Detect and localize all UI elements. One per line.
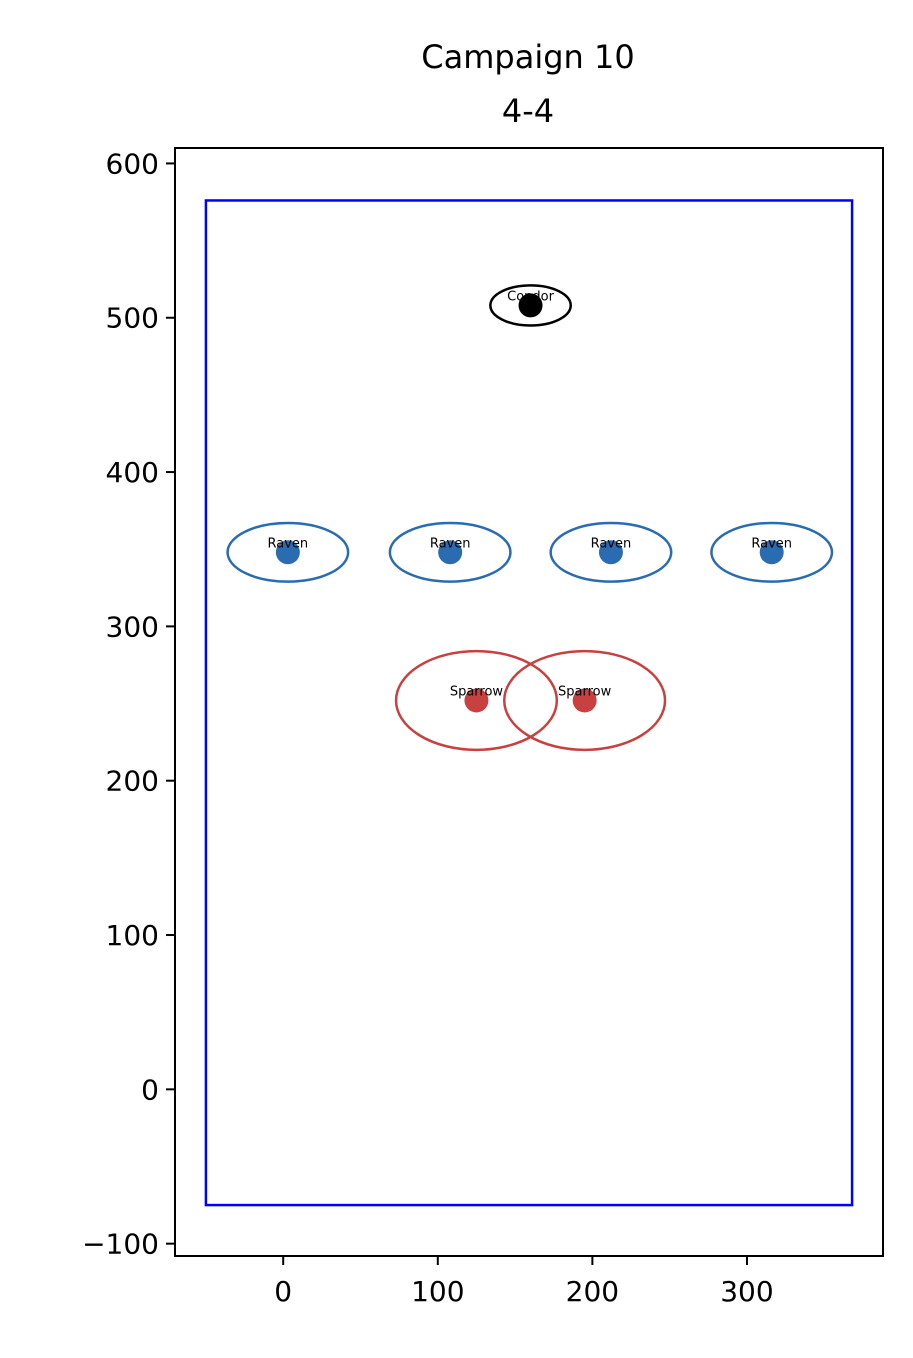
raven-range-ellipse (388, 521, 512, 583)
raven-label: Raven (430, 536, 471, 551)
raven-point (438, 540, 463, 565)
raven-point (275, 540, 300, 565)
raven-label: Raven (751, 536, 792, 551)
raven-range-ellipse (549, 521, 673, 583)
y-tick-label: 500 (106, 302, 159, 335)
y-tick-label: 300 (106, 610, 159, 643)
sparrow-range-ellipse (394, 649, 559, 752)
raven-label: Raven (591, 536, 632, 551)
y-tick-label: 200 (106, 765, 159, 798)
plot-area: 0 100 200 300 −100 0 100 200 300 400 500 600CondorR… (82, 147, 884, 1308)
y-tick-label: −100 (82, 1228, 159, 1261)
raven-point (759, 540, 784, 565)
x-tick-label: 0 (274, 1275, 292, 1308)
x-tick-label: 200 (566, 1275, 619, 1308)
chart-title: Campaign 10 (421, 38, 634, 76)
field-boundary (204, 199, 854, 1207)
sparrow-range-ellipse (503, 649, 667, 752)
x-tick-label: 300 (720, 1275, 773, 1308)
y-tick-label: 600 (106, 147, 159, 180)
condor-range-ellipse (489, 284, 572, 327)
chart-subtitle: 4-4 (502, 92, 554, 130)
y-tick-label: 100 (106, 919, 159, 952)
raven-point (598, 540, 623, 565)
raven-range-ellipse (710, 521, 834, 583)
raven-label: Raven (268, 536, 309, 551)
sparrow-label: Sparrow (450, 684, 504, 699)
x-tick-label: 100 (411, 1275, 464, 1308)
raven-range-ellipse (226, 521, 350, 583)
y-tick-label: 400 (106, 456, 159, 489)
sparrow-point (464, 688, 489, 713)
axes-frame (174, 147, 884, 1257)
sparrow-label: Sparrow (558, 684, 612, 699)
condor-label: Condor (507, 289, 554, 304)
y-tick-label: 0 (141, 1073, 159, 1106)
condor-point (518, 293, 543, 318)
sparrow-point (572, 688, 597, 713)
